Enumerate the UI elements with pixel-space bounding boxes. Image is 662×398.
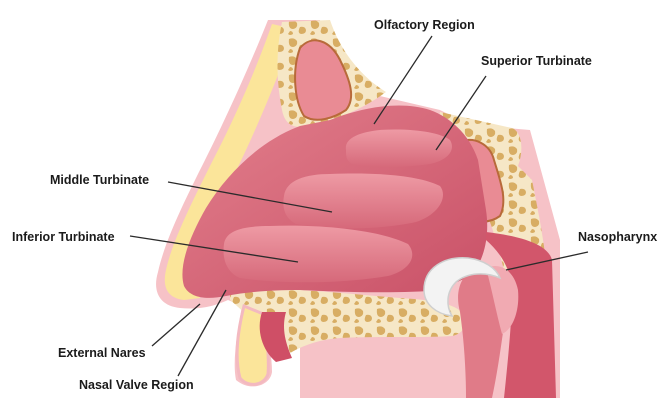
label-external-nares: External Nares: [58, 346, 146, 360]
label-nasal-valve-region: Nasal Valve Region: [79, 378, 194, 392]
label-middle-turbinate: Middle Turbinate: [50, 173, 149, 187]
middle-turbinate-shape: [283, 174, 443, 229]
superior-turbinate-shape: [346, 129, 452, 167]
label-olfactory-region: Olfactory Region: [374, 18, 475, 32]
label-inferior-turbinate: Inferior Turbinate: [12, 230, 115, 244]
label-nasopharynx: Nasopharynx: [578, 230, 657, 244]
label-superior-turbinate: Superior Turbinate: [481, 54, 592, 68]
leader-external-nares: [152, 304, 200, 346]
